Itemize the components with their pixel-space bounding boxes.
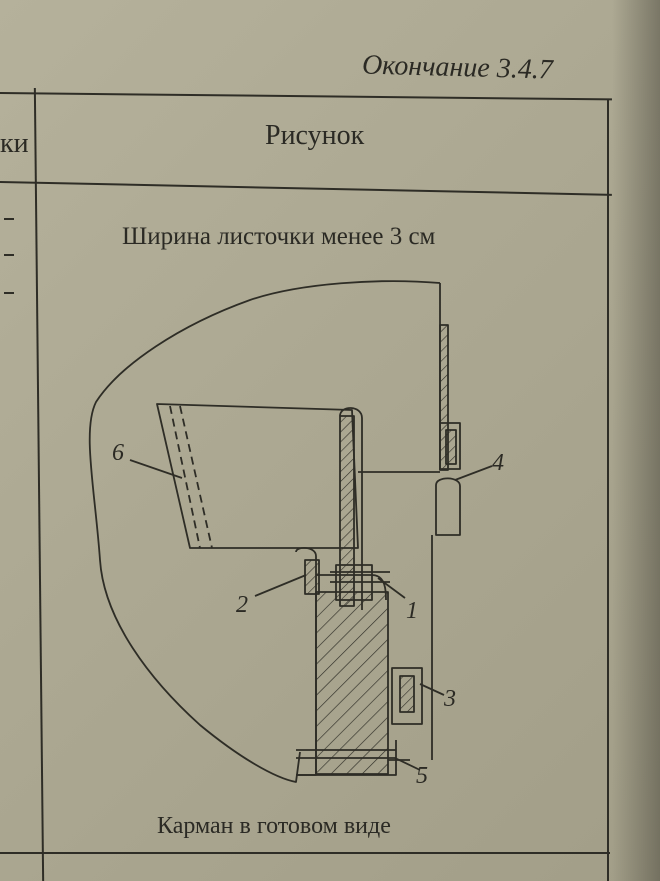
garment-outline [88,280,441,783]
leader-1 [377,577,406,599]
leader-3 [419,683,445,696]
welt-strip [339,415,355,607]
bag-stitch-line-1 [169,405,201,549]
piece-1-frame [335,564,373,601]
figure-caption-bottom: Карман в готовом виде [157,813,391,839]
label-5: 5 [416,763,428,789]
right-border [607,100,609,881]
label-3: 3 [443,686,456,712]
label-4: 4 [492,450,504,476]
leader-4 [454,465,493,481]
leader-5 [394,757,421,771]
piece-3-inner [399,675,415,713]
left-column-dash [4,292,14,294]
piece-1-lines [330,571,390,583]
left-column-dash [4,218,14,220]
left-column-dash [4,254,14,256]
leader-2 [254,574,307,597]
lower-block-frame [295,547,317,776]
label-1: 1 [406,598,418,624]
piece-3-frame [391,667,423,725]
bag-stitch-line-2 [179,405,213,549]
leader-6 [129,459,183,479]
label-2: 2 [236,592,248,618]
main-hatched-block [315,591,389,775]
figure-column-header: Рисунок [265,120,365,151]
top-right-small-piece [439,422,461,470]
bottom-stitch-lines [296,740,397,776]
top-right-inner [445,429,457,465]
figure-caption-top: Ширина листочки менее 3 см [122,223,436,250]
pocket-bag-top [156,403,359,549]
tab-piece [435,477,461,536]
welt-fold [339,407,363,610]
label-6: 6 [112,440,124,466]
top-welt-outer [439,324,449,471]
piece-2-inner [304,559,320,595]
table-bottom-rule [0,852,610,854]
left-column-header: ки [0,128,29,159]
